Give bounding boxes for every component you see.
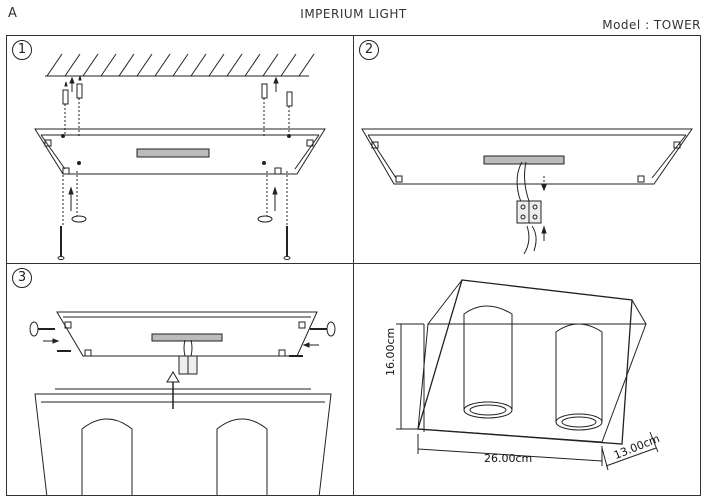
side-screws-right <box>289 321 336 357</box>
wires <box>516 161 537 255</box>
wall-plug-right <box>261 76 293 107</box>
corner-label: A <box>8 6 18 21</box>
step-1-panel: 1 <box>6 35 354 264</box>
model-label: Model : TOWER <box>602 18 701 32</box>
fixture-box <box>417 279 647 445</box>
mounting-plate <box>34 128 326 175</box>
height-label: 16.00cm <box>384 327 397 376</box>
step-1-illustration <box>34 53 326 260</box>
terminal-block <box>516 200 542 224</box>
cylinder-right <box>555 323 603 431</box>
step-3-illustration <box>29 311 336 495</box>
step-number-1: 1 <box>12 40 32 60</box>
up-arrow <box>166 371 180 409</box>
mounting-plate <box>361 128 693 185</box>
brand-title: IMPERIUM LIGHT <box>300 7 407 21</box>
terminal-block <box>178 339 198 375</box>
side-screws-left <box>29 321 71 352</box>
step-2-panel: 2 <box>353 35 701 264</box>
fixture-body <box>34 388 332 495</box>
mounting-plate <box>56 311 318 357</box>
width-label: 26.00cm <box>484 452 533 465</box>
step-3-panel: 3 <box>6 263 354 496</box>
cylinder-left <box>463 305 513 419</box>
screws-bottom-right <box>257 186 291 260</box>
ceiling-hatching <box>46 53 315 77</box>
screws-bottom-left <box>57 186 87 260</box>
step-number-2: 2 <box>359 40 379 60</box>
step-2-illustration <box>361 128 693 255</box>
fixture-dimension-drawing <box>396 279 659 471</box>
step-number-3: 3 <box>12 268 32 288</box>
dimensions-panel: 16.00cm 26.00cm 13.00cm <box>353 263 701 496</box>
height-dimension-line <box>396 323 424 430</box>
depth-dimension-line <box>601 431 659 471</box>
